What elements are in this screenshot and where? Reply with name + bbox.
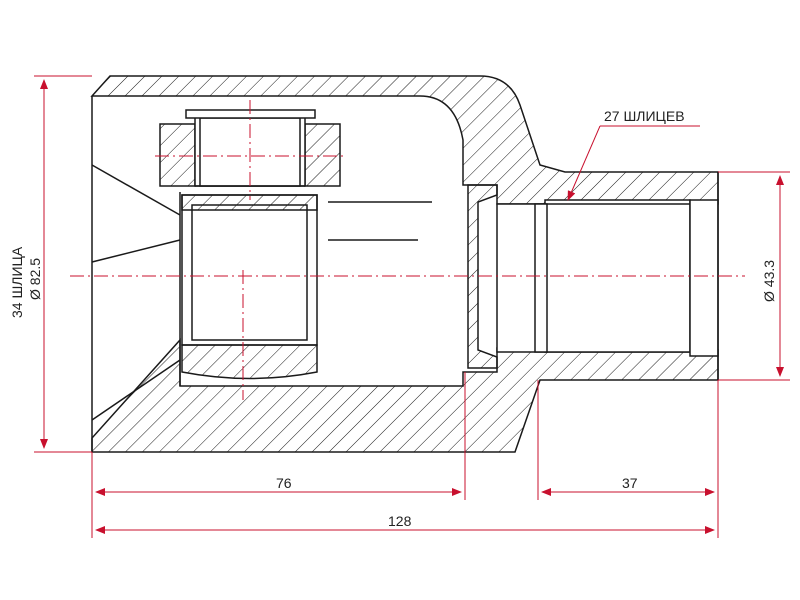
stub-shaft	[496, 172, 719, 380]
left-dimension-label-line2: Ø 82.5	[27, 258, 43, 300]
left-dimension-label-line1: 34 ШЛИЦА	[9, 246, 25, 318]
inner-lines	[328, 201, 432, 241]
splines-label: 27 ШЛИЦЕВ	[604, 108, 685, 124]
dimensions	[34, 75, 790, 538]
upper-roller	[159, 109, 341, 187]
bore-taper	[91, 164, 181, 421]
dimension-128-label: 128	[388, 513, 412, 529]
right-dimension-label: Ø 43.3	[761, 260, 777, 302]
centre-lines	[70, 100, 745, 400]
seal-ring	[467, 184, 498, 369]
dimension-37-label: 37	[622, 475, 638, 491]
dimension-76-label: 76	[276, 475, 292, 491]
tripod-body	[181, 194, 318, 380]
